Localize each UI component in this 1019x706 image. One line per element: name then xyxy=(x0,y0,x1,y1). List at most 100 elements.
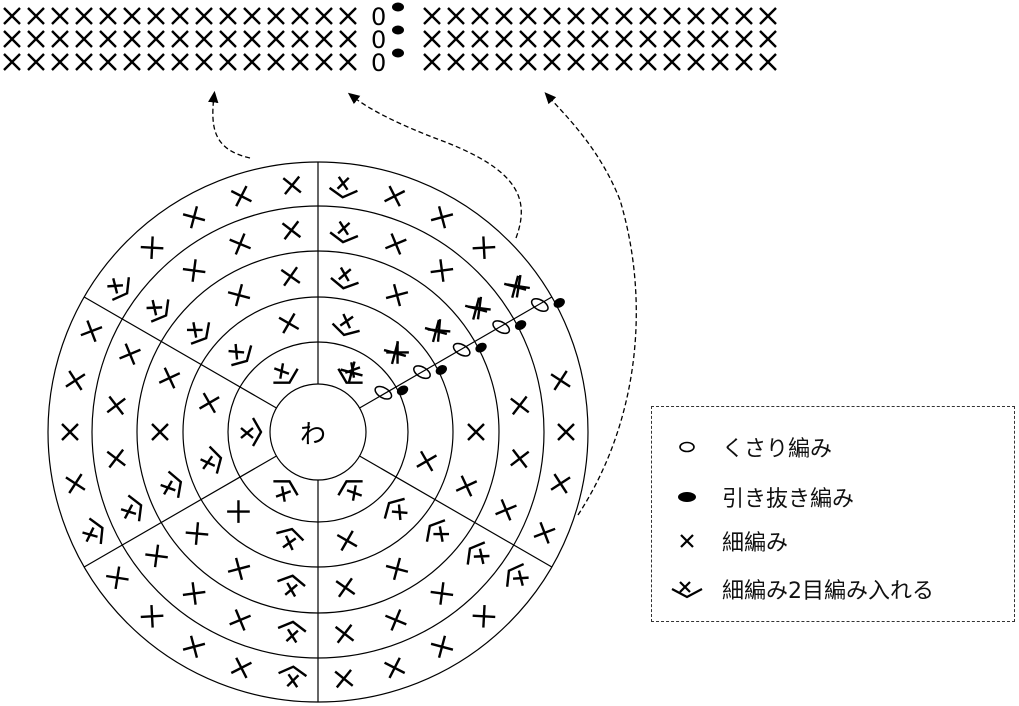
x-stroke xyxy=(467,423,485,441)
single-crochet-mark xyxy=(51,53,69,71)
increase-stroke xyxy=(200,445,223,474)
increase-stroke xyxy=(328,176,358,199)
x-stroke xyxy=(267,7,285,25)
single-crochet-mark xyxy=(195,53,213,71)
x-stroke xyxy=(3,53,21,71)
single-crochet-mark xyxy=(455,475,478,497)
x-stroke xyxy=(495,7,513,25)
legend-label: くさり編み xyxy=(722,437,833,462)
x-stroke xyxy=(65,370,86,391)
single-crochet-mark xyxy=(687,30,705,48)
x-stroke xyxy=(384,185,406,207)
x-stroke xyxy=(243,7,261,25)
arrow-round3 xyxy=(544,92,637,516)
single-crochet-mark xyxy=(123,30,141,48)
x-stroke xyxy=(543,7,561,25)
increase-mark xyxy=(330,266,359,290)
x-stroke xyxy=(151,423,169,441)
legend-item-increase: 細編み2目編み入れる xyxy=(652,573,934,605)
single-crochet-mark xyxy=(639,53,657,71)
x-stroke xyxy=(533,521,556,544)
single-crochet-mark xyxy=(430,259,454,282)
single-crochet-mark xyxy=(423,30,441,48)
x-stroke xyxy=(291,7,309,25)
x-stroke xyxy=(336,530,358,552)
x-stroke xyxy=(147,7,165,25)
single-crochet-mark xyxy=(99,30,117,48)
single-crochet-mark xyxy=(384,233,407,255)
single-crochet-mark xyxy=(472,604,496,628)
single-crochet-mark xyxy=(495,498,517,521)
x-stroke xyxy=(416,450,438,472)
single-crochet-mark xyxy=(119,343,141,366)
slip-stitch-mark xyxy=(435,365,447,375)
x-stroke xyxy=(75,53,93,71)
x-stroke xyxy=(182,635,206,659)
single-crochet-mark xyxy=(280,266,301,287)
x-stroke xyxy=(615,30,633,48)
single-crochet-mark xyxy=(315,53,333,71)
single-crochet-mark xyxy=(3,7,21,25)
single-crochet-mark xyxy=(243,7,261,25)
x-stroke xyxy=(51,7,69,25)
single-crochet-mark xyxy=(27,30,45,48)
x-stroke xyxy=(147,30,165,48)
single-crochet-mark xyxy=(339,30,357,48)
x-stroke xyxy=(182,582,206,605)
x-stroke xyxy=(430,259,454,282)
x-stroke xyxy=(687,53,705,71)
single-crochet-mark xyxy=(227,283,251,307)
center-ring-label: わ xyxy=(300,420,327,450)
single-crochet-mark xyxy=(615,53,633,71)
single-crochet-mark xyxy=(336,530,358,552)
slip-stitch-icon xyxy=(652,490,722,504)
x-stroke xyxy=(229,233,252,255)
single-crochet-mark xyxy=(471,30,489,48)
x-stroke xyxy=(639,53,657,71)
x-stroke xyxy=(339,30,357,48)
x-stroke xyxy=(230,657,252,679)
top-row: 0 xyxy=(3,25,777,54)
x-stroke xyxy=(550,473,571,494)
single-crochet-mark xyxy=(171,53,189,71)
x-stroke xyxy=(495,53,513,71)
single-crochet-mark xyxy=(687,53,705,71)
single-crochet-mark xyxy=(106,395,126,416)
x-stroke xyxy=(471,30,489,48)
x-stroke xyxy=(471,53,489,71)
increase-stroke xyxy=(107,277,131,302)
single-crochet-mark xyxy=(229,609,252,631)
increase-mark xyxy=(82,517,104,545)
single-crochet-mark xyxy=(182,259,206,282)
x-stroke xyxy=(106,395,126,416)
x-stroke xyxy=(99,30,117,48)
increase-stroke xyxy=(383,497,408,521)
chain-mark xyxy=(452,342,471,357)
x-stroke xyxy=(567,53,585,71)
slip-stitch-mark xyxy=(475,342,487,353)
x-stroke xyxy=(106,448,126,469)
x-stroke xyxy=(3,7,21,25)
x-stroke xyxy=(510,395,530,416)
x-stroke xyxy=(557,423,575,441)
single-crochet-icon xyxy=(652,531,722,551)
x-stroke xyxy=(567,30,585,48)
single-crochet-mark xyxy=(557,423,575,441)
increase-mark xyxy=(383,497,408,521)
x-stroke xyxy=(267,53,285,71)
single-crochet-mark xyxy=(291,30,309,48)
single-crochet-mark xyxy=(315,7,333,25)
x-stroke xyxy=(639,7,657,25)
x-stroke xyxy=(339,53,357,71)
legend-label: 引き抜き編み xyxy=(722,487,855,512)
single-crochet-mark xyxy=(615,7,633,25)
x-stroke xyxy=(495,30,513,48)
single-crochet-mark xyxy=(519,30,537,48)
increase-stroke xyxy=(120,494,143,522)
x-stroke xyxy=(335,577,356,598)
x-stroke xyxy=(464,297,488,320)
arrow-round1 xyxy=(208,90,251,159)
x-stroke xyxy=(519,7,537,25)
